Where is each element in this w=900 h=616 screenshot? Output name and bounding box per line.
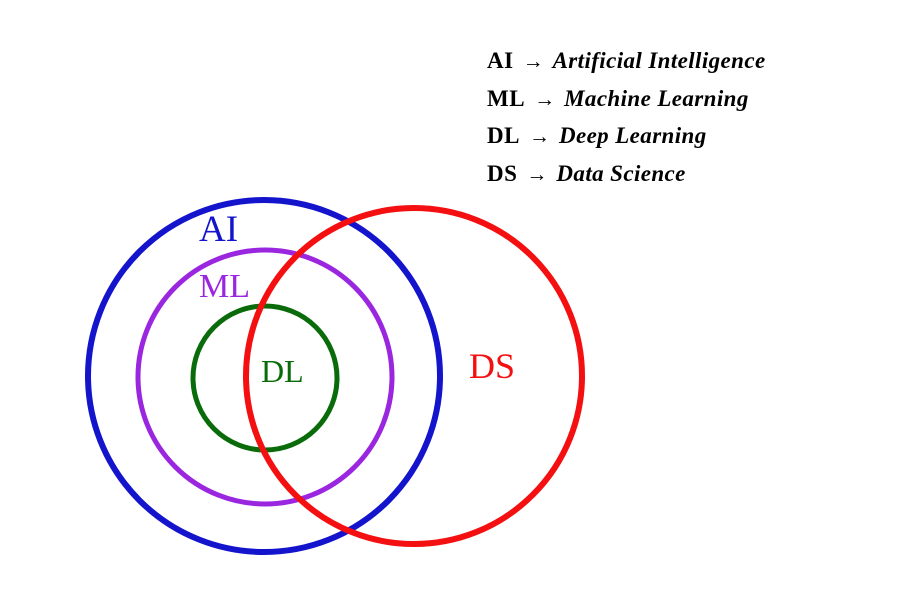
legend-full-ml: Machine Learning <box>564 85 749 111</box>
circle-label-dl: DL <box>261 353 304 389</box>
legend-abbr-dl: DL <box>487 123 520 148</box>
legend-row-ml: ML → Machine Learning <box>487 86 847 124</box>
circle-ds <box>243 205 585 547</box>
legend-full-dl: Deep Learning <box>558 123 707 148</box>
circle-label-ml: ML <box>199 268 250 305</box>
circle-ml <box>135 247 395 507</box>
legend-abbr-ml: ML <box>487 85 526 111</box>
abbreviation-legend: AI → Artificial Intelligence ML → Machin… <box>487 48 847 198</box>
arrow-icon: → <box>522 49 544 73</box>
legend-row-dl: DL → Deep Learning <box>487 123 847 161</box>
arrow-icon: → <box>534 86 556 111</box>
legend-full-ds: Data Science <box>556 160 686 186</box>
legend-abbr-ds: DS <box>487 160 518 186</box>
circle-ai <box>85 197 443 555</box>
arrow-icon: → <box>526 161 548 186</box>
circle-label-ai: AI <box>199 209 239 250</box>
legend-abbr-ai: AI <box>487 48 514 73</box>
legend-row-ai: AI → Artificial Intelligence <box>487 48 847 86</box>
arrow-icon: → <box>528 124 550 148</box>
legend-full-ai: Artificial Intelligence <box>552 48 766 73</box>
legend-row-ds: DS → Data Science <box>487 161 847 199</box>
circle-label-ds: DS <box>469 346 516 386</box>
